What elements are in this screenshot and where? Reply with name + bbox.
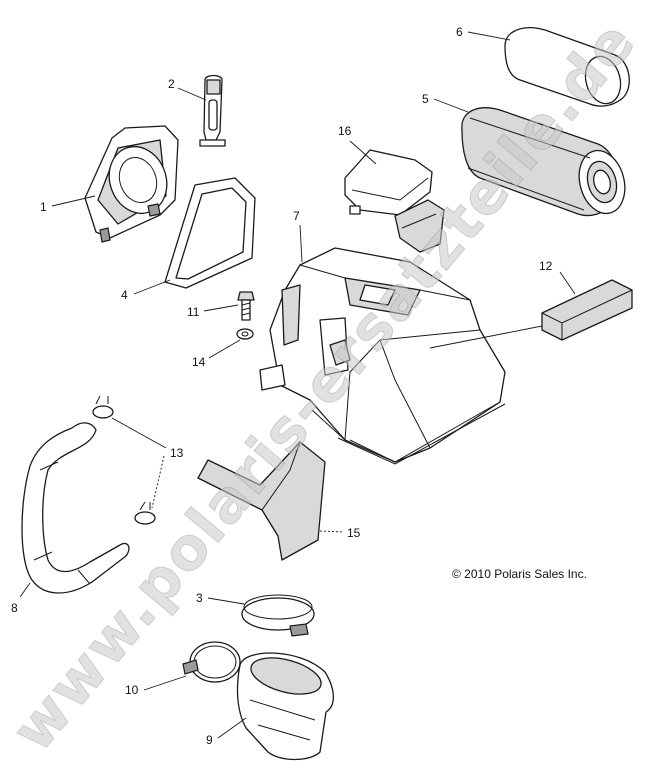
callout-9: 9 <box>206 733 213 747</box>
leader-16 <box>349 140 377 165</box>
leader-1 <box>51 195 96 207</box>
callout-3: 3 <box>196 591 203 605</box>
screw-part <box>237 291 255 321</box>
copyright-notice: © 2010 Polaris Sales Inc. <box>452 567 587 581</box>
leader-4 <box>133 279 171 295</box>
leader-8 <box>19 582 31 598</box>
leader-7b <box>429 325 543 349</box>
callout-5: 5 <box>422 92 429 106</box>
cover-part <box>344 149 445 253</box>
spring-clip-top-part <box>92 395 114 419</box>
callout-10: 10 <box>125 683 139 697</box>
callout-8: 8 <box>11 601 18 615</box>
callout-12: 12 <box>539 259 553 273</box>
leader-11 <box>203 304 239 312</box>
strap-part <box>199 74 226 147</box>
intake-adapter-part <box>84 125 179 243</box>
callout-4: 4 <box>121 288 128 302</box>
hose-clamp-small-part <box>182 641 241 683</box>
outlet-boot-part <box>236 652 335 761</box>
spring-clip-bottom-part <box>134 501 156 525</box>
leader-lines <box>19 31 576 739</box>
air-filter-part <box>461 107 626 217</box>
leader-2 <box>177 87 207 101</box>
leader-7 <box>299 224 303 263</box>
breather-hose-part <box>21 422 130 594</box>
callout-labels: 1 2 3 4 5 6 7 8 9 10 11 12 13 14 15 16 <box>11 25 553 747</box>
callout-6: 6 <box>456 25 463 39</box>
airbox-part <box>259 247 506 465</box>
leader-14 <box>208 339 241 359</box>
callout-11: 11 <box>187 305 200 319</box>
callout-7: 7 <box>293 209 300 223</box>
washer-part <box>236 328 254 340</box>
callout-1: 1 <box>40 200 47 214</box>
foam-seal-part <box>197 441 326 561</box>
leader-12 <box>559 271 576 295</box>
callout-13: 13 <box>170 446 184 460</box>
leader-5 <box>433 98 469 113</box>
leader-15 <box>319 530 345 533</box>
leader-13b <box>151 455 165 509</box>
callout-15: 15 <box>347 526 361 540</box>
leader-9 <box>217 717 247 739</box>
hose-clamp-large-part <box>241 594 315 637</box>
callout-14: 14 <box>192 355 206 369</box>
leader-6 <box>467 31 511 41</box>
leader-13a <box>111 417 167 449</box>
leader-10 <box>143 675 187 691</box>
callout-2: 2 <box>168 77 175 91</box>
callout-16: 16 <box>338 124 352 138</box>
leader-3 <box>207 597 245 605</box>
pre-filter-part <box>504 27 630 107</box>
seal-part <box>164 177 256 289</box>
foam-block-part <box>541 279 633 341</box>
